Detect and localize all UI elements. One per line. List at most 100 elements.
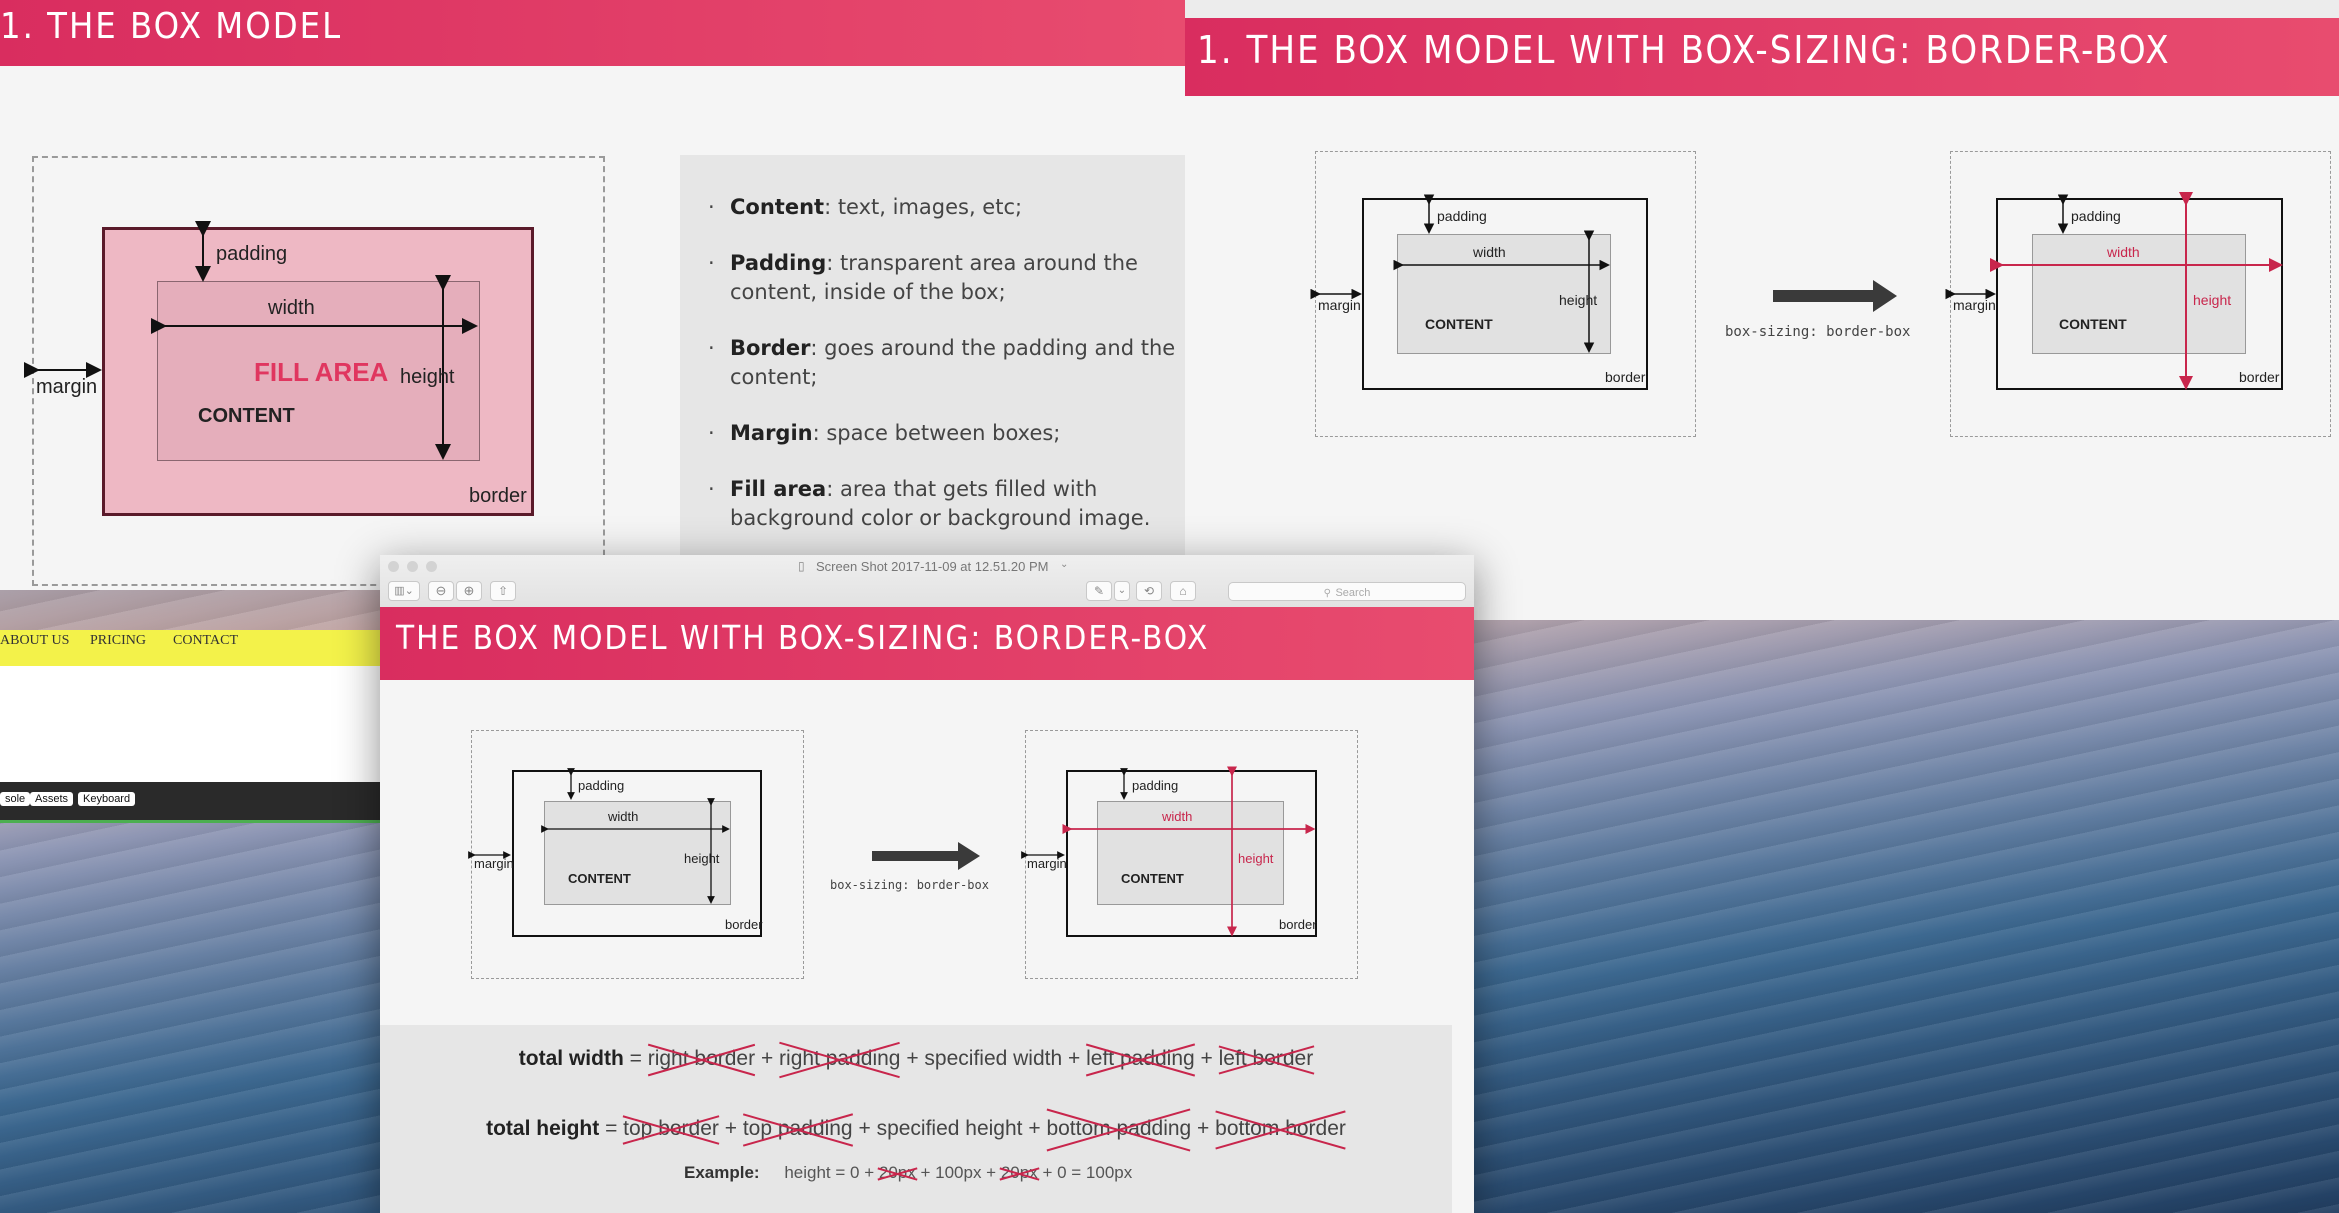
chevron-down-icon[interactable]: ⌄ <box>1060 559 1069 570</box>
label-margin: margin <box>474 856 514 871</box>
slide-title-bar: 1. THE BOX MODEL <box>0 0 1185 66</box>
label-border: border <box>1279 917 1317 932</box>
label-border: border <box>469 485 527 507</box>
formula-width-term: total width <box>518 1047 624 1070</box>
label-padding: padding <box>1437 208 1487 224</box>
example-label: Example: <box>684 1163 760 1182</box>
preview-arrows <box>468 766 1316 937</box>
nav-link-about[interactable]: ABOUT US <box>0 633 70 648</box>
formula-height-term: total height <box>486 1117 600 1140</box>
devtools-tab-keyboard[interactable]: Keyboard <box>78 792 136 806</box>
search-field[interactable]: ⚲ Search <box>1228 582 1466 601</box>
example-part: + 0 = 100px <box>1042 1163 1133 1182</box>
devtools-tab-console[interactable]: sole <box>0 792 31 806</box>
slide-box-model-window: 1. THE BOX MODEL padding width FILL AREA… <box>0 0 1185 590</box>
nav-link-contact[interactable]: CONTACT <box>173 633 238 648</box>
markup-menu-chevron-icon[interactable]: ⌄ <box>1114 581 1130 601</box>
formula-part-struck: right padding <box>779 1047 901 1070</box>
label-fill-area: FILL AREA <box>254 357 389 387</box>
search-icon: ⚲ <box>1323 588 1331 599</box>
label-height-red: height <box>1238 851 1274 866</box>
toolbox-icon[interactable]: ⌂ <box>1170 581 1196 601</box>
arrow-caption: box-sizing: border-box <box>830 878 989 892</box>
label-width: width <box>608 809 639 824</box>
label-content: CONTENT <box>2059 316 2127 332</box>
formula-part-struck: top padding <box>742 1117 853 1140</box>
label-width: width <box>268 297 315 319</box>
zoom-button[interactable] <box>426 561 437 572</box>
label-height: height <box>400 366 455 388</box>
website-window: ABOUT US PRICING CONTACT sole Assets Key… <box>0 630 400 830</box>
formula-part-struck: bottom padding <box>1046 1117 1192 1140</box>
slide-title-bar: 1. THE BOX MODEL WITH BOX-SIZING: BORDER… <box>1185 18 2339 96</box>
formula-part-struck: bottom border <box>1215 1117 1346 1140</box>
content-box-after <box>2032 234 2246 354</box>
sidebar-toggle-button[interactable]: ▥⌄ <box>388 581 420 601</box>
content-box <box>157 281 480 461</box>
slide-title: 1. THE BOX MODEL <box>0 6 343 47</box>
preview-slide-title-bar: THE BOX MODEL WITH BOX-SIZING: BORDER-BO… <box>380 607 1474 680</box>
document-icon: ▯ <box>798 559 805 573</box>
example-part-struck: 20px <box>878 1163 916 1182</box>
markup-pen-icon[interactable]: ✎ <box>1086 581 1112 601</box>
arrow-caption: box-sizing: border-box <box>1725 324 1911 340</box>
label-content: CONTENT <box>568 871 631 886</box>
label-margin: margin <box>1953 297 1996 313</box>
label-content: CONTENT <box>1121 871 1184 886</box>
label-padding: padding <box>216 243 288 265</box>
share-icon[interactable]: ⇧ <box>490 581 516 601</box>
label-padding: padding <box>1132 778 1179 793</box>
rotate-icon[interactable]: ⟲ <box>1136 581 1162 601</box>
label-width-red: width <box>2107 244 2140 260</box>
label-height: height <box>684 851 720 866</box>
preview-slide-title: THE BOX MODEL WITH BOX-SIZING: BORDER-BO… <box>396 618 1210 657</box>
definitions-list: ·Content: text, images, etc; ·Padding: t… <box>690 193 1190 533</box>
website-nav-bar: ABOUT US PRICING CONTACT <box>0 630 400 666</box>
zoom-out-icon[interactable]: ⊖ <box>428 581 454 601</box>
devtools-tab-assets[interactable]: Assets <box>30 792 74 806</box>
formula-part-struck: left padding <box>1086 1047 1195 1070</box>
website-body <box>0 666 400 782</box>
border-box-after <box>1996 198 2283 390</box>
label-width: width <box>1473 244 1506 260</box>
preview-window: ▯ Screen Shot 2017-11-09 at 12.51.20 PM … <box>380 555 1474 1213</box>
box-model-arrows <box>24 221 478 460</box>
definition-item: ·Content: text, images, etc; <box>708 195 1023 219</box>
formula-part: specified width <box>924 1047 1063 1070</box>
label-content: CONTENT <box>1425 316 1493 332</box>
label-border: border <box>2239 369 2280 385</box>
zoom-in-icon[interactable]: ⊕ <box>456 581 482 601</box>
nav-link-pricing[interactable]: PRICING <box>90 633 147 648</box>
label-padding: padding <box>578 778 625 793</box>
formula-part: specified height <box>876 1117 1023 1140</box>
formula-part-struck: left border <box>1218 1047 1314 1070</box>
example-part: height = 0 + <box>784 1163 875 1182</box>
example-part-struck: 20px <box>1000 1163 1038 1182</box>
minimize-button[interactable] <box>407 561 418 572</box>
definition-item: ·Border: goes around the padding and the… <box>708 336 1176 389</box>
formula-example: Example: height = 0 + 20px + 100px + 20p… <box>684 1163 1132 1183</box>
definition-item: ·Fill area: area that gets filled with b… <box>708 477 1151 530</box>
label-padding: padding <box>2071 208 2121 224</box>
search-placeholder: Search <box>1335 587 1371 599</box>
close-button[interactable] <box>388 561 399 572</box>
label-height-red: height <box>2193 292 2232 308</box>
definition-item: ·Padding: transparent area around the co… <box>708 251 1138 304</box>
devtools-bar: sole Assets Keyboard <box>0 782 400 823</box>
formula-total-height: total height = top border + top padding … <box>486 1117 1346 1140</box>
content-box-before <box>1397 234 1611 354</box>
label-border: border <box>1605 369 1646 385</box>
preview-content-box-before <box>544 801 731 905</box>
label-margin: margin <box>36 376 98 398</box>
preview-content-box-after <box>1097 801 1284 905</box>
formula-part-struck: right border <box>647 1047 756 1070</box>
formula-part-struck: top border <box>623 1117 719 1140</box>
formula-total-width: total width = right border + right paddi… <box>518 1047 1314 1070</box>
label-width-red: width <box>1162 809 1193 824</box>
label-margin: margin <box>1318 297 1361 313</box>
label-height: height <box>1559 292 1598 308</box>
definitions-panel: ·Content: text, images, etc; ·Padding: t… <box>680 155 1185 590</box>
slide-title: 1. THE BOX MODEL WITH BOX-SIZING: BORDER… <box>1197 28 2171 72</box>
slide-border-box-window: 1. THE BOX MODEL WITH BOX-SIZING: BORDER… <box>1185 0 2339 620</box>
label-content: CONTENT <box>198 405 295 427</box>
